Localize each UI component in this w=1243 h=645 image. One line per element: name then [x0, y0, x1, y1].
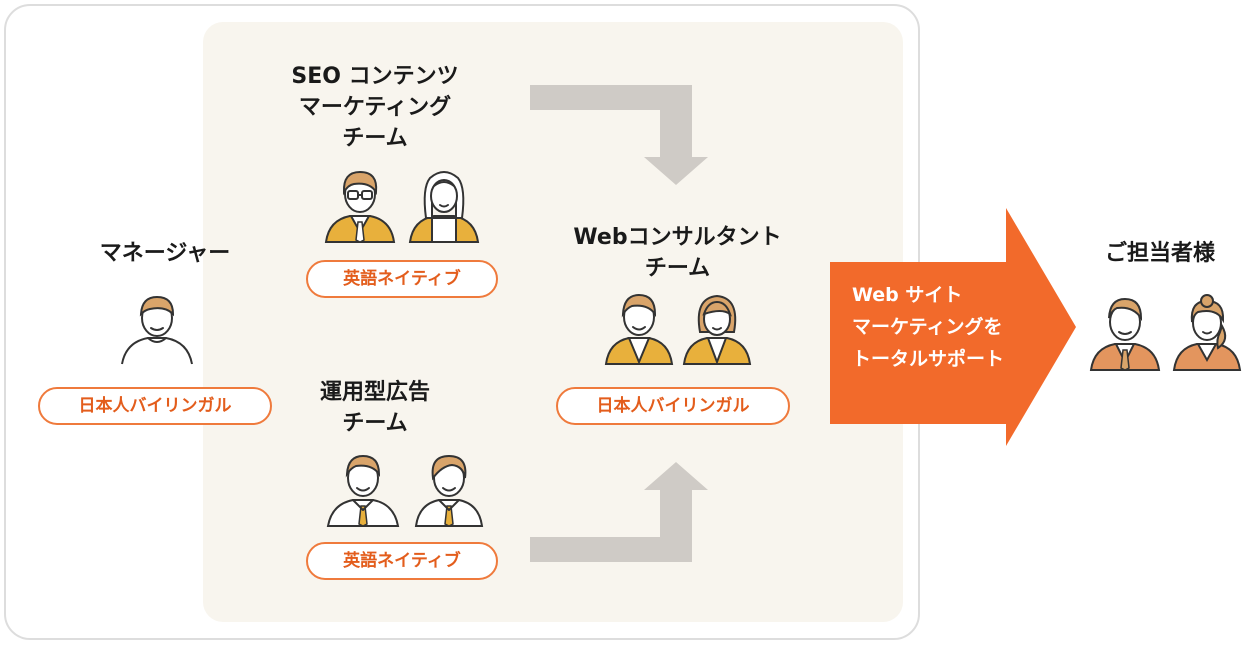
ads-team-title-line: チーム	[342, 411, 408, 436]
client-man-person-icon	[1089, 297, 1161, 371]
arrow-seo-to-web	[530, 85, 708, 185]
web-man-person-icon	[604, 293, 674, 365]
seo-team-badge: 英語ネイティブ	[306, 260, 498, 298]
ads-man1-person-icon	[326, 454, 400, 527]
cta-text: Web サイト マーケティングを トータルサポート	[852, 279, 1004, 375]
manager-badge: 日本人バイリンガル	[38, 387, 272, 425]
web-team-title-line: チーム	[644, 256, 711, 281]
cta-text-line: マーケティングを	[852, 316, 1003, 338]
manager-title: マネージャー	[99, 241, 231, 266]
client-title: ご担当者様	[1104, 241, 1215, 266]
seo-team-title: SEO コンテンツ マーケティング チーム	[260, 61, 490, 154]
cta-text-line: Web サイト	[852, 284, 963, 306]
ads-man2-person-icon	[414, 454, 484, 527]
web-woman-person-icon	[682, 294, 752, 365]
cta-text-line: トータルサポート	[852, 348, 1005, 370]
arrow-ads-to-web	[530, 462, 708, 562]
seo-man-person-icon	[324, 170, 396, 243]
ads-team-badge: 英語ネイティブ	[306, 542, 498, 580]
client-woman-person-icon	[1172, 294, 1242, 371]
seo-woman-person-icon	[408, 171, 480, 243]
web-team-badge: 日本人バイリンガル	[556, 387, 790, 425]
seo-team-title-line: マーケティング	[298, 95, 452, 120]
manager-person-icon	[121, 295, 193, 365]
teams-panel	[203, 22, 903, 622]
seo-team-title-line: チーム	[342, 126, 408, 151]
web-team-title: Webコンサルタント チーム	[545, 222, 810, 284]
web-team-title-line: Webコンサルタント	[573, 225, 782, 250]
ads-team-title: 運用型広告 チーム	[300, 377, 450, 439]
ads-team-title-line: 運用型広告	[319, 380, 430, 405]
seo-team-title-line: SEO コンテンツ	[291, 64, 459, 89]
